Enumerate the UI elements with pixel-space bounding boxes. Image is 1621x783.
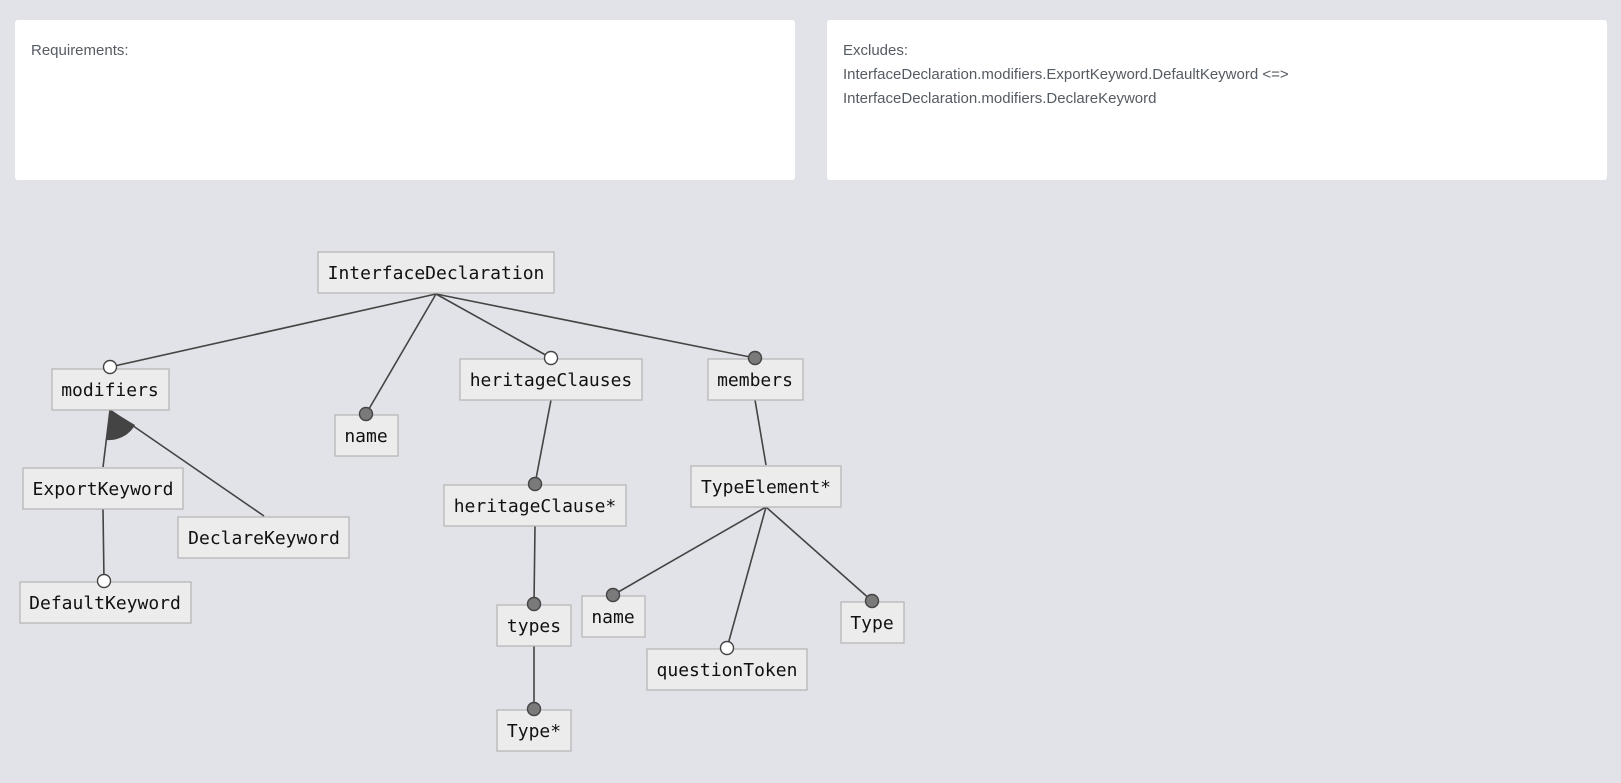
node-interface-declaration[interactable]: InterfaceDeclaration bbox=[317, 251, 555, 294]
mandatory-marker-heritageclause bbox=[527, 476, 543, 492]
node-label: ExportKeyword bbox=[33, 479, 174, 500]
node-label: questionToken bbox=[657, 660, 798, 681]
edge-heritageclauses-heritageclause bbox=[534, 399, 552, 485]
node-default-keyword[interactable]: DefaultKeyword bbox=[19, 581, 192, 624]
optional-marker-heritageclauses bbox=[543, 350, 559, 366]
edge-typeelement-type bbox=[765, 506, 873, 602]
mandatory-marker-name bbox=[358, 406, 374, 422]
edge-typeelement-name bbox=[612, 506, 767, 596]
node-question-token[interactable]: questionToken bbox=[646, 648, 808, 691]
edge-exportkeyword-defaultkeyword bbox=[102, 508, 105, 582]
node-label: DefaultKeyword bbox=[29, 593, 181, 614]
node-label: heritageClauses bbox=[470, 370, 633, 391]
mandatory-marker-types bbox=[526, 596, 542, 612]
node-declare-keyword[interactable]: DeclareKeyword bbox=[177, 516, 350, 559]
mandatory-marker-typelist bbox=[526, 701, 542, 717]
excludes-rule-line-2: InterfaceDeclaration.modifiers.DeclareKe… bbox=[843, 90, 1157, 107]
node-label: InterfaceDeclaration bbox=[328, 263, 545, 284]
edge-members-typeelement bbox=[754, 399, 767, 466]
node-label: name bbox=[591, 607, 634, 628]
node-label: Type* bbox=[507, 721, 561, 742]
mandatory-marker-members bbox=[747, 350, 763, 366]
excludes-rule-line-1: InterfaceDeclaration.modifiers.ExportKey… bbox=[843, 66, 1289, 83]
node-label: TypeElement* bbox=[701, 477, 831, 498]
requirements-panel: Requirements: bbox=[15, 20, 795, 180]
node-name[interactable]: name bbox=[334, 414, 399, 457]
excludes-panel: Excludes: InterfaceDeclaration.modifiers… bbox=[827, 20, 1607, 180]
edge-typeelement-questiontoken bbox=[726, 506, 767, 649]
node-members[interactable]: members bbox=[707, 358, 804, 401]
edge-root-modifiers bbox=[109, 293, 437, 368]
edge-root-heritageclauses bbox=[435, 293, 552, 359]
optional-marker-questiontoken bbox=[719, 640, 735, 656]
edge-modifiers-declarekeyword bbox=[109, 409, 265, 517]
edge-heritageclause-types bbox=[533, 525, 536, 605]
excludes-label: Excludes: bbox=[843, 42, 909, 59]
optional-marker-modifiers bbox=[102, 359, 118, 375]
node-heritage-clauses[interactable]: heritageClauses bbox=[459, 358, 643, 401]
alternative-group-arc bbox=[106, 410, 135, 441]
diagram-edges bbox=[102, 293, 873, 709]
mandatory-marker-membertype bbox=[864, 593, 880, 609]
node-export-keyword[interactable]: ExportKeyword bbox=[22, 467, 184, 510]
connector-markers bbox=[96, 350, 880, 717]
mandatory-marker-membername bbox=[605, 587, 621, 603]
optional-marker-defaultkeyword bbox=[96, 573, 112, 589]
node-type-list[interactable]: Type* bbox=[496, 709, 572, 752]
node-types[interactable]: types bbox=[496, 604, 572, 647]
edge-root-name bbox=[365, 293, 437, 415]
node-label: name bbox=[344, 426, 387, 447]
node-label: members bbox=[717, 370, 793, 391]
node-type-element[interactable]: TypeElement* bbox=[690, 465, 842, 508]
node-label: modifiers bbox=[61, 380, 159, 401]
node-label: types bbox=[507, 616, 561, 637]
node-label: heritageClause* bbox=[454, 496, 617, 517]
node-label: Type bbox=[850, 613, 893, 634]
edge-root-members bbox=[435, 293, 756, 359]
node-label: DeclareKeyword bbox=[188, 528, 340, 549]
node-member-name[interactable]: name bbox=[581, 595, 646, 638]
node-modifiers[interactable]: modifiers bbox=[51, 368, 170, 411]
requirements-label: Requirements: bbox=[31, 42, 129, 59]
